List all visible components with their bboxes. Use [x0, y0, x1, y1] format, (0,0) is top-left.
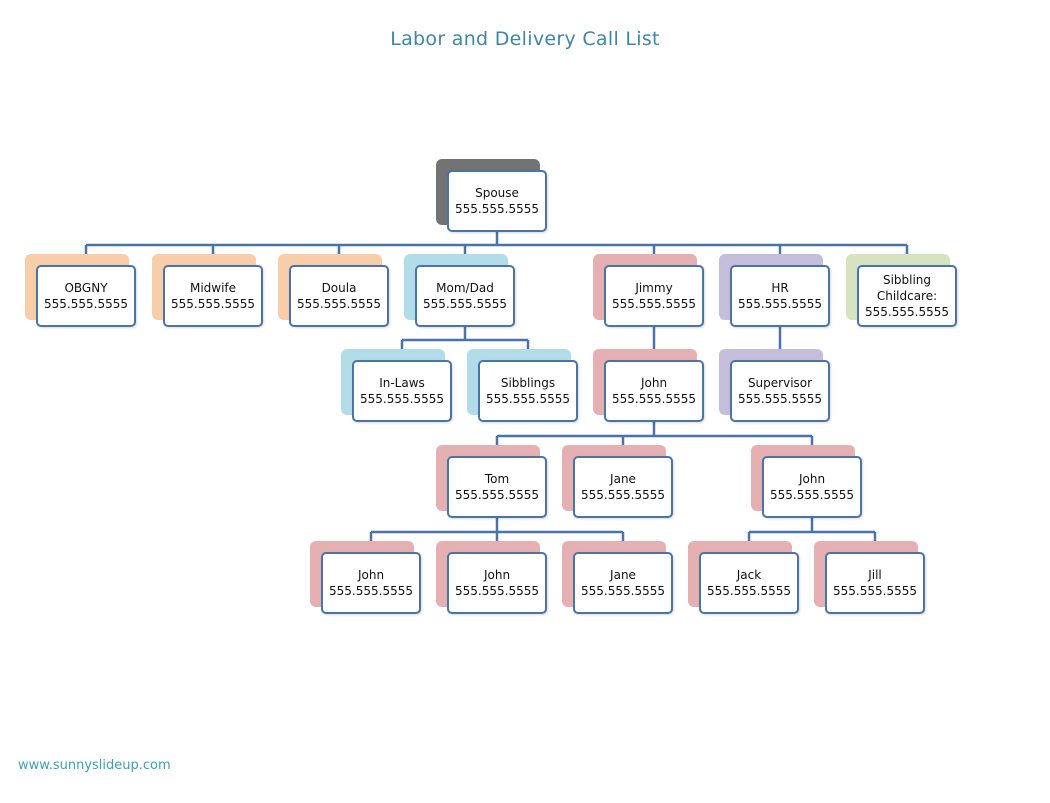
node-box: Sibblings 555.555.5555	[478, 360, 578, 422]
node-name: Jane	[610, 472, 636, 486]
node-name: OBGNY	[64, 281, 108, 295]
node-name: In-Laws	[379, 376, 425, 390]
node-phone: 555.555.5555	[707, 584, 791, 598]
node-phone: 555.555.5555	[455, 584, 539, 598]
node-phone: 555.555.5555	[455, 488, 539, 502]
node-name: Tom	[484, 472, 510, 486]
node-name: John	[483, 568, 511, 582]
node-box: Jill 555.555.5555	[825, 552, 925, 614]
node-name: Sibblings	[500, 376, 556, 390]
node-name: Midwife	[189, 281, 237, 295]
node-phone: 555.555.5555	[612, 297, 696, 311]
node-name: Jane	[610, 568, 636, 582]
node-name: HR	[771, 281, 789, 295]
node-phone: 555.555.5555	[581, 584, 665, 598]
node-box: Jack 555.555.5555	[699, 552, 799, 614]
node-box: John 555.555.5555	[604, 360, 704, 422]
node-box: Supervisor 555.555.5555	[730, 360, 830, 422]
node-phone: 555.555.5555	[171, 297, 255, 311]
node-box: John 555.555.5555	[447, 552, 547, 614]
node-box: Midwife 555.555.5555	[163, 265, 263, 327]
node-phone: 555.555.5555	[833, 584, 917, 598]
node-box: John 555.555.5555	[321, 552, 421, 614]
node-box: Tom 555.555.5555	[447, 456, 547, 518]
node-box: HR 555.555.5555	[730, 265, 830, 327]
node-box: Mom/Dad 555.555.5555	[415, 265, 515, 327]
node-name: Sibbling Childcare:	[876, 273, 938, 303]
node-name: Jack	[736, 568, 762, 582]
node-box: John 555.555.5555	[762, 456, 862, 518]
node-phone: 555.555.5555	[770, 488, 854, 502]
node-phone: 555.555.5555	[612, 392, 696, 406]
footer-url: www.sunnyslideup.com	[18, 758, 171, 773]
node-box: Jane 555.555.5555	[573, 456, 673, 518]
node-name: Supervisor	[747, 376, 813, 390]
node-name: Spouse	[475, 186, 519, 200]
node-phone: 555.555.5555	[865, 305, 949, 319]
node-phone: 555.555.5555	[486, 392, 570, 406]
node-box: Jimmy 555.555.5555	[604, 265, 704, 327]
node-name: Jill	[868, 568, 882, 582]
node-name: John	[640, 376, 668, 390]
node-phone: 555.555.5555	[738, 297, 822, 311]
node-box: Sibbling Childcare: 555.555.5555	[857, 265, 957, 327]
node-name: John	[798, 472, 826, 486]
page-title: Labor and Delivery Call List	[390, 28, 660, 50]
node-phone: 555.555.5555	[581, 488, 665, 502]
node-phone: 555.555.5555	[297, 297, 381, 311]
node-phone: 555.555.5555	[360, 392, 444, 406]
node-name: Jimmy	[635, 281, 673, 295]
node-name: John	[357, 568, 385, 582]
node-box: Jane 555.555.5555	[573, 552, 673, 614]
node-phone: 555.555.5555	[738, 392, 822, 406]
node-box: Spouse 555.555.5555	[447, 170, 547, 232]
node-phone: 555.555.5555	[455, 202, 539, 216]
node-name: Doula	[321, 281, 357, 295]
node-phone: 555.555.5555	[44, 297, 128, 311]
node-box: OBGNY 555.555.5555	[36, 265, 136, 327]
node-phone: 555.555.5555	[329, 584, 413, 598]
node-name: Mom/Dad	[436, 281, 494, 295]
node-box: In-Laws 555.555.5555	[352, 360, 452, 422]
node-phone: 555.555.5555	[423, 297, 507, 311]
node-box: Doula 555.555.5555	[289, 265, 389, 327]
